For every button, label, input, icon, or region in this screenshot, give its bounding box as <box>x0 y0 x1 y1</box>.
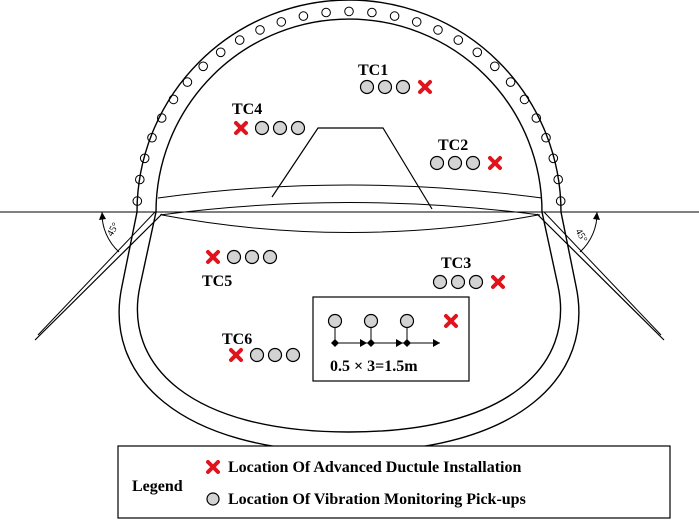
arch-pipe-circle <box>411 17 422 27</box>
group-label: TC4 <box>232 101 262 118</box>
group-label: TC3 <box>441 255 471 272</box>
pickup-marker <box>465 155 481 171</box>
legend-ductule-label: Location Of Advanced Ductule Installatio… <box>228 459 521 476</box>
arch-pipe-circle <box>255 25 265 35</box>
arch-pipe-circle <box>389 11 400 21</box>
pickup-marker <box>432 274 448 290</box>
group-tc6: TC6 <box>222 331 301 363</box>
legend: Legend Location Of Advanced Ductule Inst… <box>117 445 671 519</box>
left-slope-anchor <box>34 213 163 341</box>
arch-pipe-circle <box>276 17 287 27</box>
arch-pipe-circle <box>198 61 208 72</box>
arch-pipe-circle <box>490 61 500 72</box>
ductule-marker <box>206 250 220 264</box>
arch-pipe-circle <box>505 77 516 87</box>
pickup-marker <box>254 120 270 136</box>
arch-pipe-circle <box>215 47 226 58</box>
inset-pickup-marker <box>399 313 415 329</box>
pickup-marker <box>429 155 445 171</box>
group-tc2: TC2 <box>429 137 502 171</box>
group-tc3: TC3 <box>432 255 505 290</box>
right-angle-label: 45° <box>573 227 590 245</box>
pickup-marker <box>272 120 288 136</box>
group-label: TC2 <box>438 137 468 154</box>
group-tc4: TC4 <box>232 101 306 136</box>
ductule-marker <box>418 80 432 94</box>
arch-pipe-circle <box>182 77 193 87</box>
arch-pipe-circle <box>367 7 377 18</box>
spacing-label: 0.5 × 3=1.5m <box>330 358 418 375</box>
inset-pickup-marker <box>327 313 343 329</box>
group-label: TC1 <box>358 62 388 79</box>
pickup-marker <box>447 155 463 171</box>
group-tc5: TC5 <box>202 249 278 290</box>
ductule-marker <box>491 275 505 289</box>
core-soil <box>271 127 433 210</box>
arch-pipe-circle <box>344 6 354 17</box>
inner-lining <box>136 18 562 433</box>
pickup-marker <box>285 347 301 363</box>
pickup-marker <box>244 249 260 265</box>
lower-bench-line <box>159 202 541 216</box>
ductule-marker <box>488 156 502 170</box>
pickup-marker <box>395 79 411 95</box>
arch-pipe-circle <box>321 7 331 18</box>
pickup-marker <box>262 249 278 265</box>
pickup-marker <box>267 347 283 363</box>
group-label: TC5 <box>202 273 232 290</box>
arch-pipe-circle <box>298 11 309 21</box>
legend-pickup-label: Location Of Vibration Monitoring Pick-up… <box>228 491 526 508</box>
pickup-marker <box>377 79 393 95</box>
group-label: TC6 <box>222 331 252 348</box>
invert-line <box>161 214 539 233</box>
pickup-marker <box>249 347 265 363</box>
arch-pipe-circle <box>433 25 443 35</box>
left-angle-label: 45° <box>105 221 122 239</box>
arch-pipe-circle <box>234 35 245 45</box>
pickup-marker <box>226 249 242 265</box>
pickup-marker <box>468 274 484 290</box>
group-tc1: TC1 <box>358 62 432 95</box>
pickup-marker <box>290 120 306 136</box>
pickup-marker <box>450 274 466 290</box>
outer-lining <box>118 0 580 453</box>
right-slope-anchor <box>536 213 665 341</box>
pickup-marker <box>359 79 375 95</box>
arch-pipe-ring <box>132 6 566 206</box>
arch-pipe-circle <box>472 47 483 58</box>
ductule-marker <box>234 121 248 135</box>
ductule-marker <box>229 348 243 362</box>
upper-bench-line <box>157 184 543 199</box>
inset-pickup-marker <box>363 313 379 329</box>
legend-pickup-icon <box>206 492 220 506</box>
spacing-inset: 0.5 × 3=1.5m <box>312 296 470 382</box>
arch-pipe-circle <box>453 35 464 45</box>
legend-title: Legend <box>132 478 183 495</box>
